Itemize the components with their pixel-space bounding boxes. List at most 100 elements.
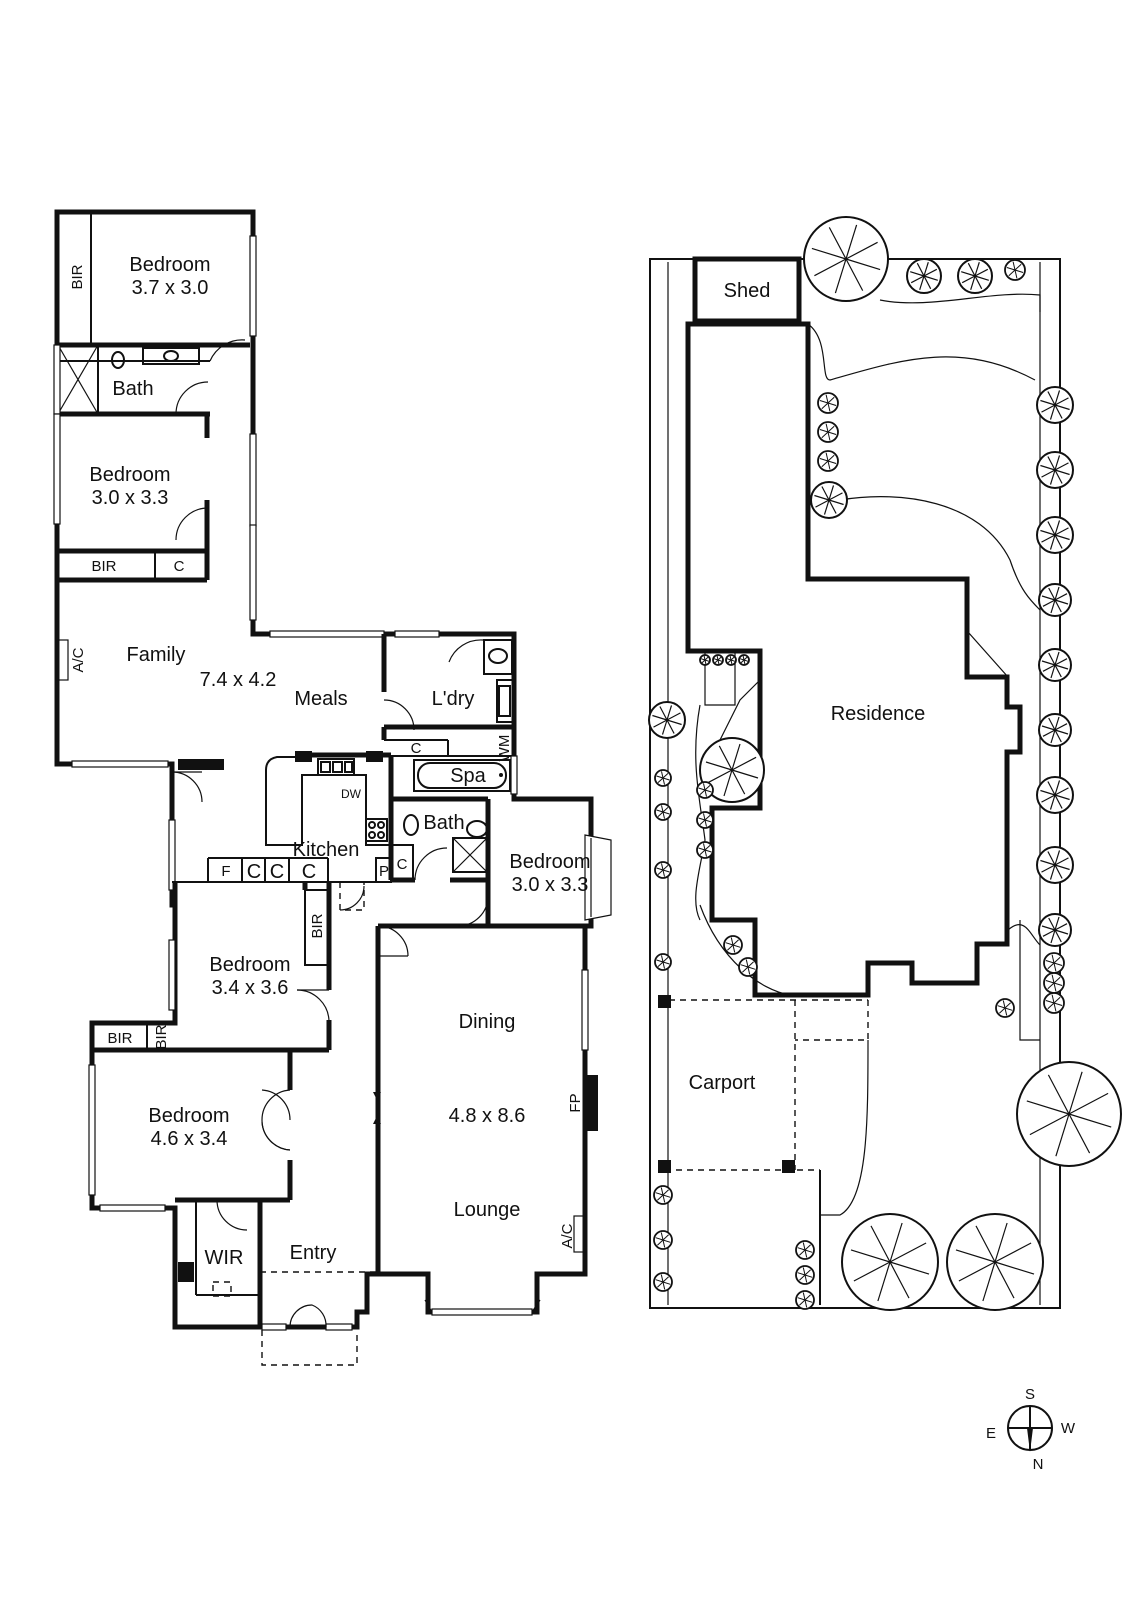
- room-label-spa: Spa: [450, 765, 486, 787]
- room-label-c-row-2: C: [270, 861, 284, 883]
- room-label-bedroom-right: Bedroom: [509, 851, 590, 873]
- room-label-pantry: P: [379, 863, 389, 880]
- tree-icon: [1036, 776, 1074, 814]
- tree-icon: [995, 998, 1015, 1018]
- tree-icon: [1038, 913, 1072, 947]
- room-label-bir-left: BIR: [107, 1030, 132, 1047]
- compass-s-label: S: [1025, 1386, 1035, 1403]
- tree-icon: [1004, 259, 1026, 281]
- tree-icon: [795, 1290, 815, 1310]
- tree-icon: [795, 1240, 815, 1260]
- site-plan: Shed Residence Carport: [648, 216, 1122, 1311]
- room-label-bir-second: BIR: [91, 558, 116, 575]
- room-label-c-row-3: C: [302, 861, 316, 883]
- room-label-c-row-1: C: [247, 861, 261, 883]
- compass-n-label: N: [1033, 1456, 1044, 1473]
- tree-icon: [1043, 952, 1065, 974]
- room-size-bedroom-right: 3.0 x 3.3: [512, 874, 589, 896]
- tree-icon: [1036, 451, 1074, 489]
- room-label-bath-top: Bath: [112, 378, 153, 400]
- shed: [692, 256, 802, 324]
- tree-icon: [1043, 992, 1065, 1014]
- room-size-family: 7.4 x 4.2: [200, 669, 277, 691]
- room-size-bedroom-second: 3.0 x 3.3: [92, 487, 169, 509]
- tree-icon: [738, 654, 750, 666]
- tree-icon: [817, 392, 839, 414]
- tree-icon: [795, 1265, 815, 1285]
- tree-icon: [803, 216, 889, 302]
- tree-icon: [699, 737, 765, 803]
- tree-icon: [653, 1185, 673, 1205]
- tree-icon: [654, 769, 672, 787]
- room-label-bir-top: BIR: [69, 264, 86, 289]
- room-label-entry: Entry: [290, 1242, 337, 1264]
- tree-icon: [725, 654, 737, 666]
- tree-icon: [654, 953, 672, 971]
- tree-icon: [1036, 386, 1074, 424]
- appliance-label-dw: DW: [341, 787, 362, 801]
- room-label-meals: Meals: [294, 688, 347, 710]
- room-label-wir: WIR: [205, 1247, 244, 1269]
- room-size-bedroom-mid: 3.4 x 3.6: [212, 977, 289, 999]
- room-label-dining: Dining: [459, 1011, 516, 1033]
- tree-icon: [696, 811, 714, 829]
- room-label-c-kitchen: C: [397, 856, 408, 873]
- fireplace-label: FP: [567, 1093, 584, 1112]
- tree-icon: [1038, 648, 1072, 682]
- room-label-bedroom-mid: Bedroom: [209, 954, 290, 976]
- tree-icon: [1036, 516, 1074, 554]
- room-label-bath-mid: Bath: [423, 812, 464, 834]
- tree-icon: [653, 1272, 673, 1292]
- residence-outline: [685, 321, 1023, 998]
- tree-icon: [817, 450, 839, 472]
- tree-icon: [810, 481, 848, 519]
- tree-icon: [699, 654, 711, 666]
- tree-icon: [841, 1213, 939, 1311]
- room-label-kitchen: Kitchen: [293, 839, 360, 861]
- tree-icon: [1038, 713, 1072, 747]
- family-ac-label: A/C: [70, 647, 87, 672]
- site-label-carport: Carport: [689, 1072, 756, 1094]
- room-size-bedroom-main: 4.6 x 3.4: [151, 1128, 228, 1150]
- floor-plan: A/C: [53, 209, 612, 1366]
- compass-e-label: E: [986, 1425, 996, 1442]
- tree-icon: [1036, 846, 1074, 884]
- compass-w-label: W: [1061, 1420, 1076, 1437]
- tree-icon: [654, 803, 672, 821]
- room-label-bedroom-second: Bedroom: [89, 464, 170, 486]
- room-label-bir-left-small: BIR: [153, 1024, 170, 1049]
- tree-icon: [738, 957, 758, 977]
- room-size-dining: 4.8 x 8.6: [449, 1105, 526, 1127]
- room-label-lounge: Lounge: [454, 1199, 521, 1221]
- tree-icon: [653, 1230, 673, 1250]
- tree-icon: [648, 701, 686, 739]
- room-label-laundry: L'dry: [432, 688, 475, 710]
- tree-icon: [1043, 972, 1065, 994]
- tree-icon: [654, 861, 672, 879]
- room-label-bir-mid: BIR: [309, 913, 326, 938]
- tree-icon: [957, 258, 993, 294]
- room-label-bedroom-top: Bedroom: [129, 254, 210, 276]
- room-label-f-kitchen: F: [221, 863, 230, 880]
- tree-icon: [696, 781, 714, 799]
- room-label-bedroom-main: Bedroom: [148, 1105, 229, 1127]
- site-trees: [648, 216, 1122, 1311]
- tree-icon: [723, 935, 743, 955]
- tree-icon: [906, 258, 942, 294]
- tree-icon: [696, 841, 714, 859]
- room-label-c-laundry: C: [411, 740, 422, 757]
- room-label-wm: WM: [496, 735, 513, 762]
- site-label-shed: Shed: [724, 280, 771, 302]
- site-label-residence: Residence: [831, 703, 926, 725]
- tree-icon: [1016, 1061, 1122, 1167]
- tree-icon: [817, 421, 839, 443]
- tree-icon: [946, 1213, 1044, 1311]
- tree-icon: [712, 654, 724, 666]
- compass: S W E N: [986, 1386, 1076, 1473]
- room-size-bedroom-top: 3.7 x 3.0: [132, 277, 209, 299]
- room-label-family: Family: [127, 644, 186, 666]
- lounge-ac-label: A/C: [559, 1223, 576, 1248]
- tree-icon: [1038, 583, 1072, 617]
- room-label-c-second: C: [174, 558, 185, 575]
